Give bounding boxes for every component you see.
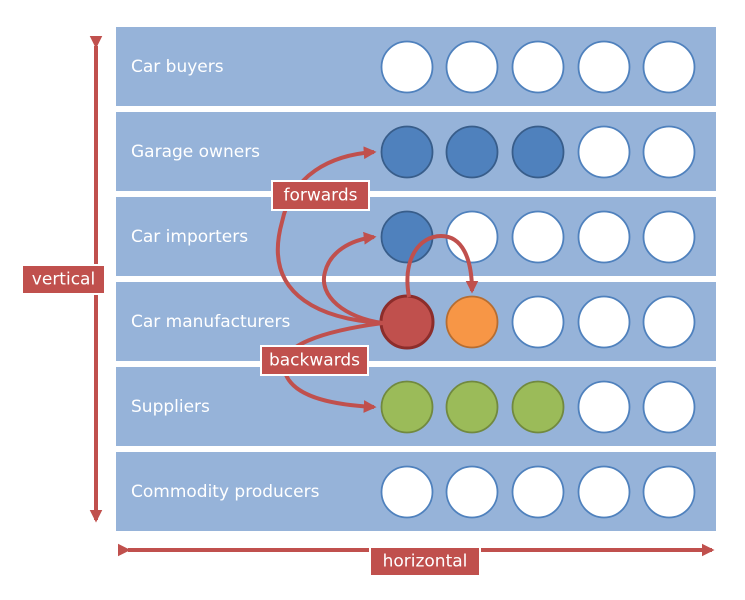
row-label: Garage owners (131, 142, 260, 162)
company-circle-empty (445, 40, 499, 94)
company-circle-empty (577, 465, 631, 519)
company-circle-forward (380, 210, 434, 264)
vertical-tag: vertical (21, 264, 106, 295)
vertical-tag-label: vertical (32, 270, 95, 290)
row-label: Car manufacturers (131, 312, 290, 332)
company-circle-empty (380, 40, 434, 94)
company-circle-origin (379, 294, 435, 350)
row-label: Commodity producers (131, 482, 320, 502)
company-circle-empty (511, 40, 565, 94)
backwards-tag-box (260, 345, 369, 376)
company-circle-empty (642, 210, 696, 264)
company-circle-forward (445, 125, 499, 179)
company-circle-empty (577, 210, 631, 264)
forward-arrow-to-garage-owners (275, 146, 384, 325)
horizontal-tag-label: horizontal (383, 552, 468, 572)
company-circle-empty (577, 380, 631, 434)
row-label: Suppliers (131, 397, 210, 417)
company-circle-empty (577, 295, 631, 349)
circle-layer (379, 40, 696, 519)
forwards-tag-box (271, 180, 370, 211)
backwards-tag-label: backwards (269, 351, 360, 371)
company-circle-forward (380, 125, 434, 179)
forwards-tag: forwards (271, 180, 370, 211)
company-circle-backward (380, 380, 434, 434)
horizontal-tag: horizontal (369, 546, 481, 577)
company-circle-empty (577, 125, 631, 179)
company-circle-empty (511, 210, 565, 264)
company-circle-empty (642, 380, 696, 434)
vertical-tag-box (21, 264, 106, 295)
company-circle-empty (511, 465, 565, 519)
company-circle-forward (511, 125, 565, 179)
forwards-tag-label: forwards (283, 186, 357, 206)
company-circle-backward (511, 380, 565, 434)
horizontal-tag-box (369, 546, 481, 577)
row-label: Car buyers (131, 57, 224, 77)
company-circle-empty (445, 210, 499, 264)
horizontal-arrow-to-peer (405, 233, 479, 298)
company-circle-empty (642, 40, 696, 94)
company-circle-empty (577, 40, 631, 94)
company-circle-horizontal (445, 295, 499, 349)
backwards-tag: backwards (260, 345, 369, 376)
company-circle-empty (445, 465, 499, 519)
company-circle-empty (642, 465, 696, 519)
company-circle-empty (642, 295, 696, 349)
company-circle-empty (511, 295, 565, 349)
company-circle-empty (642, 125, 696, 179)
company-circle-backward (445, 380, 499, 434)
row-label: Car importers (131, 227, 248, 247)
company-circle-empty (380, 465, 434, 519)
forward-arrow-to-car-importers (321, 231, 384, 325)
